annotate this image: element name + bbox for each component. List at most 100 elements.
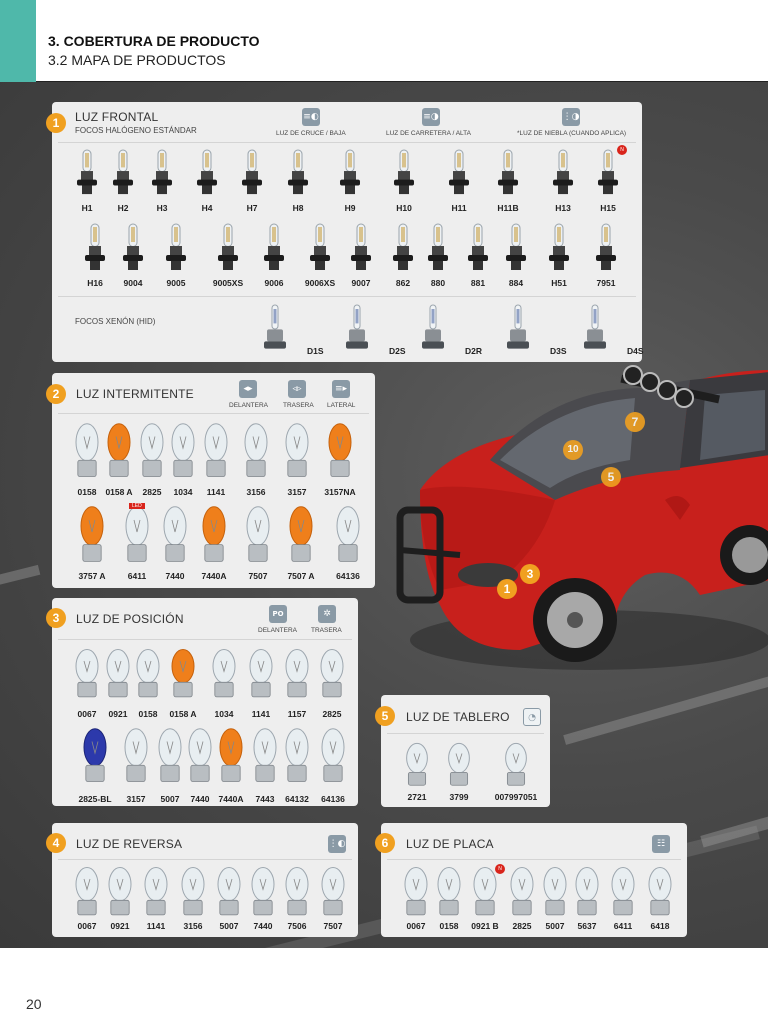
bulb-9006-icon xyxy=(261,222,287,276)
section-badge-4: 4 xyxy=(46,833,66,853)
bulb-h15-icon xyxy=(595,148,621,200)
bulb-label: H1 xyxy=(81,203,93,213)
fog-light-icon: ⋮◑ xyxy=(562,108,580,126)
bulb-label: H51 xyxy=(551,278,567,288)
bulb-h9-icon xyxy=(337,148,363,200)
bulb-7440-icon xyxy=(162,505,188,569)
bulb-label: 5007 xyxy=(219,921,239,931)
bulb-label: 9005XS xyxy=(212,278,244,288)
bulb-label: 5637 xyxy=(577,921,597,931)
bulb-64136-icon xyxy=(335,505,361,569)
bulb-6411-icon xyxy=(124,505,150,569)
new-badge-icon: N xyxy=(495,864,505,874)
bulb-label: 7440A xyxy=(218,794,244,804)
bulb-0158-a-icon xyxy=(170,648,196,704)
section-title-luz-frontal: LUZ FRONTAL xyxy=(75,110,159,124)
bulb-0158-icon xyxy=(74,422,100,484)
icon-label-carretera: LUZ DE CARRETERA / ALTA xyxy=(386,130,472,137)
bulb-3757-a-icon xyxy=(79,505,105,569)
bulb-7507-icon xyxy=(320,866,346,922)
bulb-label: 0158 xyxy=(439,921,459,931)
bulb-007997051-icon xyxy=(503,742,529,792)
bulb-3157-icon xyxy=(123,727,149,789)
bulb-label: H4 xyxy=(201,203,213,213)
icon-label-delantera: DELANTERA xyxy=(229,402,269,409)
bulb-h2-icon xyxy=(110,148,136,200)
bulb-label: D4S xyxy=(627,346,644,356)
bulb-2721-icon xyxy=(404,742,430,792)
bulb-label: 0067 xyxy=(77,709,97,719)
bulb-label: 0158 xyxy=(138,709,158,719)
icon-label-trasera: TRASERA xyxy=(283,402,314,409)
bulb-h8-icon xyxy=(285,148,311,200)
bulb-h16-icon xyxy=(82,222,108,276)
bulb-64136-icon xyxy=(320,727,346,789)
bulb-label: D2R xyxy=(465,346,483,356)
led-tag: LED xyxy=(129,503,145,509)
bulb-label: H11B xyxy=(497,203,519,213)
section-badge-1: 1 xyxy=(46,113,66,133)
low-beam-icon: ≡◐ xyxy=(302,108,320,126)
bulb-0158-a-icon xyxy=(106,422,132,484)
section-title-luz-intermitente: LUZ INTERMITENTE xyxy=(76,387,194,401)
bulb-d2s-icon xyxy=(344,303,370,355)
page-number: 20 xyxy=(26,996,42,1012)
icon-label-lateral: LATERAL xyxy=(327,402,356,409)
bulb-0067-icon xyxy=(403,866,429,922)
divider xyxy=(58,859,352,860)
bulb-7440-icon xyxy=(250,866,276,922)
section-title-luz-placa: LUZ DE PLACA xyxy=(406,837,494,851)
car-marker-3: 3 xyxy=(520,564,540,584)
bulb-label: 64136 xyxy=(336,571,360,581)
bulb-label: 6411 xyxy=(127,571,147,581)
bulb-64132-icon xyxy=(284,727,310,789)
bulb-label: H9 xyxy=(344,203,356,213)
bulb-881-icon xyxy=(465,222,491,276)
bulb-h11-icon xyxy=(446,148,472,200)
bulb-label: H16 xyxy=(87,278,103,288)
bulb-label: H2 xyxy=(117,203,129,213)
divider xyxy=(387,733,544,734)
bulb-label: 64136 xyxy=(321,794,345,804)
position-rear-icon: ✲ xyxy=(318,605,336,623)
bulb-5007-icon xyxy=(542,866,568,922)
bulb-label: 9007 xyxy=(351,278,371,288)
bulb-label: 9004 xyxy=(123,278,143,288)
reverse-light-icon: ⋮◐ xyxy=(328,835,346,853)
bulb-label: 007997051 xyxy=(494,792,538,802)
bulb-label: H7 xyxy=(246,203,258,213)
bulb-2825-icon xyxy=(319,648,345,704)
bulb-0158-icon xyxy=(135,648,161,704)
front-turn-signal-icon: ◂▸ xyxy=(239,380,257,398)
new-badge-icon: N xyxy=(617,145,627,155)
bulb-d2r-icon xyxy=(420,303,446,355)
bulb-label: 7507 A xyxy=(287,571,315,581)
bulb-0067-icon xyxy=(74,866,100,922)
divider xyxy=(387,859,681,860)
bulb-label: 5007 xyxy=(545,921,565,931)
bulb-label: 64132 xyxy=(285,794,309,804)
bulb-7951-icon xyxy=(593,222,619,276)
high-beam-icon: ≡◑ xyxy=(422,108,440,126)
bulb-label: 6418 xyxy=(650,921,670,931)
section-badge-6: 6 xyxy=(375,833,395,853)
bulb-label: 3799 xyxy=(449,792,469,802)
page-subtitle: 3.2 MAPA DE PRODUCTOS xyxy=(48,52,226,68)
bulb-0921-icon xyxy=(107,866,133,922)
bulb-h13-icon xyxy=(550,148,576,200)
bulb-d4s-icon xyxy=(582,303,608,355)
bulb-label: 7506 xyxy=(287,921,307,931)
bulb-label: 0067 xyxy=(77,921,97,931)
bulb-label: 0921 xyxy=(108,709,128,719)
car-marker-7: 7 xyxy=(625,412,645,432)
bulb-0067-icon xyxy=(74,648,100,704)
bulb-1034-icon xyxy=(170,422,196,484)
bulb-5637-icon xyxy=(574,866,600,922)
bulb-2825-icon xyxy=(139,422,165,484)
bulb-label: 7440 xyxy=(253,921,273,931)
bulb-label: 881 xyxy=(470,278,486,288)
bulb-label: 7443 xyxy=(255,794,275,804)
panel-luz-frontal xyxy=(52,102,642,362)
bulb-h7-icon xyxy=(239,148,265,200)
position-front-icon: PO xyxy=(269,605,287,623)
